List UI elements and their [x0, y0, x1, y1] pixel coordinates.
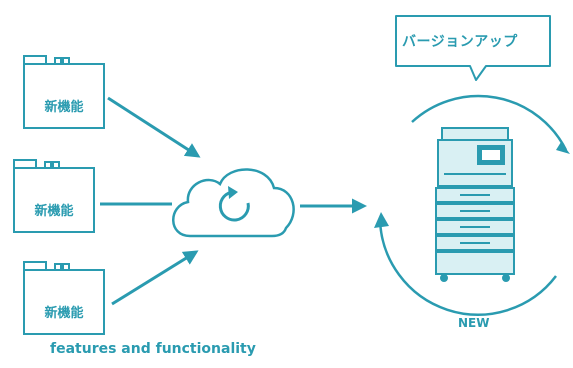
speech-bubble: [395, 15, 551, 81]
caption: features and functionality: [50, 341, 256, 357]
folder-icon: [23, 261, 105, 335]
printer-icon: [435, 127, 515, 282]
callout-text: バージョンアップ: [402, 34, 518, 50]
folder-label: 新機能: [44, 100, 84, 115]
cycle-arrows-icon: [374, 94, 570, 316]
folder-label: 新機能: [44, 306, 84, 321]
folder-label: 新機能: [34, 204, 74, 219]
arrow-icon: [107, 96, 201, 158]
folder-icon: [23, 55, 105, 129]
printer-label: NEW: [458, 316, 490, 330]
folder-icon: [13, 159, 95, 233]
arrow-icon: [111, 250, 199, 306]
cloud-sync-icon: [172, 168, 295, 238]
